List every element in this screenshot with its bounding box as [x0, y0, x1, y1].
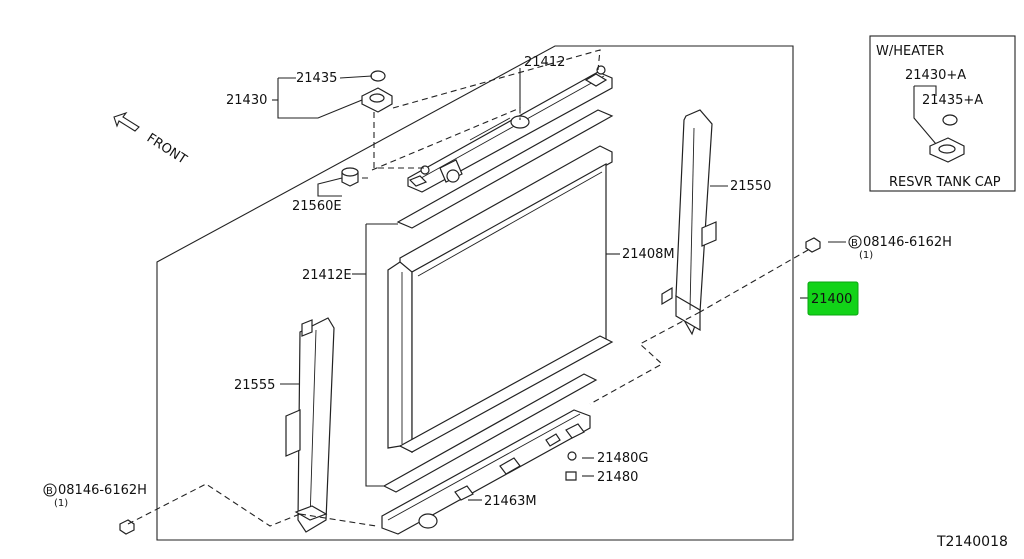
drain-seal-part	[567, 451, 577, 461]
bolt-part-number-right: 08146-6162H	[863, 235, 952, 250]
upper-tank-part	[407, 65, 613, 193]
inset-cap-label: 21430+A	[905, 68, 966, 83]
radiator-cap-part	[361, 87, 393, 113]
bolt-qty-left: (1)	[54, 498, 68, 509]
radiator-cap-seal-part	[370, 70, 386, 82]
part-label-21550: 21550	[730, 179, 771, 194]
bolt-badge-right: B	[851, 238, 858, 249]
bolt-badge-left: B	[46, 486, 53, 497]
part-label-21430: 21430	[226, 93, 267, 108]
inset-cap-part	[929, 137, 965, 163]
diagram-code: T2140018	[936, 534, 1008, 550]
inset-seal-label: 21435+A	[922, 93, 983, 108]
bolt-badge-icon-left	[43, 483, 57, 497]
mount-insulator-part	[341, 167, 359, 187]
part-label-21555: 21555	[234, 378, 275, 393]
front-arrow-icon	[113, 111, 140, 132]
inset-seal-part	[942, 114, 958, 126]
inset-title: W/HEATER	[876, 44, 944, 59]
bolt-left-part	[119, 519, 135, 535]
part-label-21412: 21412	[524, 55, 565, 70]
part-label-21560E: 21560E	[292, 199, 342, 214]
drain-plug-part	[565, 471, 577, 481]
part-label-21463M: 21463M	[484, 494, 537, 509]
upper-seal-gasket	[396, 109, 614, 229]
lower-seal-gasket	[382, 373, 598, 493]
left-side-bracket-part	[285, 317, 335, 533]
bolt-right-part	[805, 237, 821, 253]
bolt-part-number-left: 08146-6162H	[58, 483, 147, 498]
radiator-core-part	[387, 145, 614, 454]
lower-tank-part	[381, 409, 591, 535]
part-label-21408M: 21408M	[622, 247, 675, 262]
front-label: FRONT	[144, 131, 189, 168]
assembly-frame	[156, 45, 794, 541]
part-label-21400[interactable]: 21400	[811, 292, 852, 307]
part-label-21480G: 21480G	[597, 451, 648, 466]
bolt-qty-right: (1)	[859, 250, 873, 261]
part-label-21412E: 21412E	[302, 268, 352, 283]
right-side-bracket-part	[661, 109, 717, 336]
inset-box	[869, 35, 1016, 192]
highlight-21400[interactable]	[807, 281, 859, 316]
part-label-21480: 21480	[597, 470, 638, 485]
part-label-21435: 21435	[296, 71, 337, 86]
bolt-badge-icon-right	[848, 235, 862, 249]
inset-caption: RESVR TANK CAP	[889, 175, 1001, 190]
